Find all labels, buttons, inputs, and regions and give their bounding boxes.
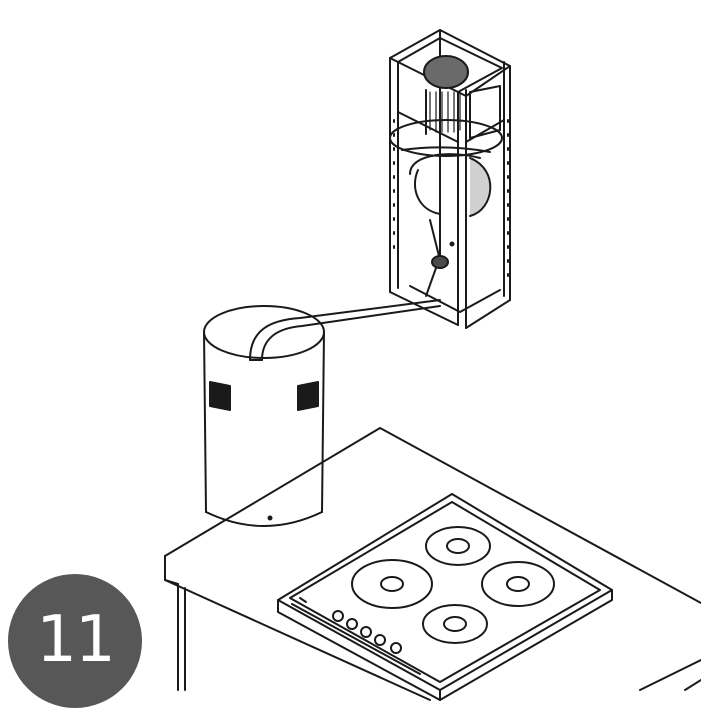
flex-duct-icon: [249, 299, 441, 361]
control-knob-icon: [332, 610, 402, 654]
step-number: 11: [36, 603, 115, 677]
motor-blower-icon: [389, 55, 503, 297]
countertop-icon: [164, 427, 701, 701]
burner-icon: [422, 604, 488, 644]
burner-icon: [425, 526, 491, 566]
chimney-hood-icon: [203, 305, 325, 527]
burner-icon: [351, 559, 433, 609]
burner-icon: [481, 561, 555, 607]
step-badge: 11: [8, 574, 142, 708]
cooktop-icon: [277, 493, 613, 701]
